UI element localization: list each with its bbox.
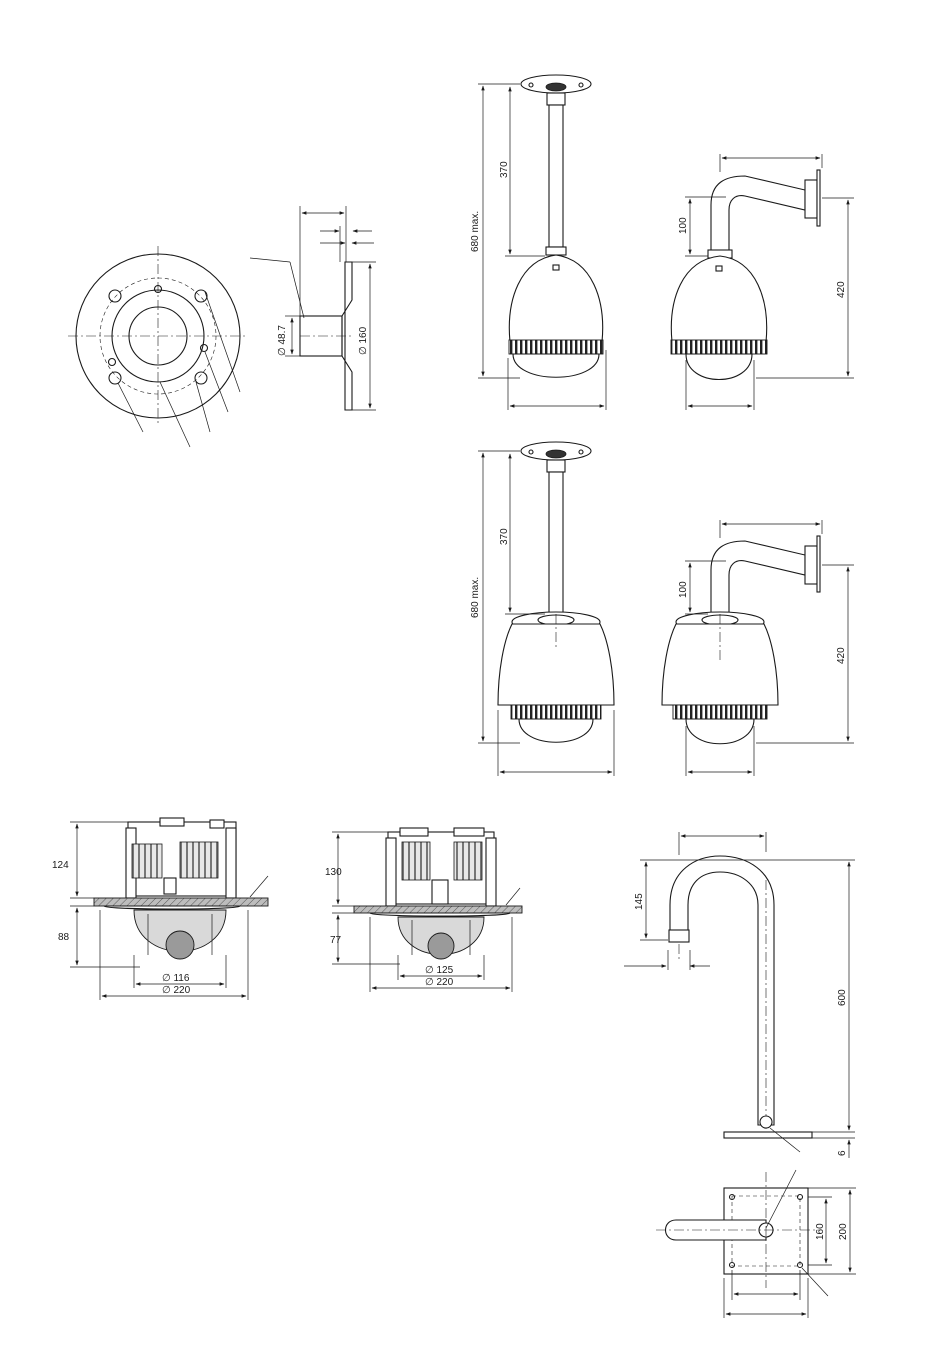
flush1-below-label: 88 (58, 932, 70, 943)
flange-dia-label: ∅ 160 (358, 326, 369, 355)
base-outer-label: 200 (838, 1223, 849, 1240)
flush1-trim-label: ∅ 220 (162, 985, 191, 996)
flush2-below-label: 77 (330, 935, 342, 946)
pendant-mount-b: 680 max. 370 (470, 442, 614, 776)
flush2-above-label: 130 (325, 867, 342, 878)
gn-height-label: 600 (837, 989, 848, 1006)
base-plate-top-view: 160 200 (656, 1170, 856, 1318)
flange-pipe-dia-label: ∅ 48.7 (277, 325, 288, 356)
pendant-pipe-b-label: 370 (499, 528, 510, 545)
pendant-mount-a: 680 max. 370 (470, 75, 606, 410)
flush1-dome-label: ∅ 116 (162, 973, 190, 984)
flange-top-view (68, 246, 248, 447)
flush-mount-2: 130 77 ∅ 125 ∅ 220 (325, 828, 522, 992)
wall-drop-a-label: 100 (678, 217, 689, 234)
wall-mount-a: 100 420 (671, 154, 854, 410)
gn-plate-label: 6 (837, 1150, 848, 1156)
gooseneck-pole: 145 600 6 (624, 832, 855, 1158)
wall-mount-b: 100 420 (662, 520, 854, 776)
gn-top-label: 145 (634, 893, 645, 910)
wall-drop-b-label: 100 (678, 581, 689, 598)
flange-side-section: ∅ 48.7 ∅ 160 (250, 206, 376, 410)
pendant-max-b-label: 680 max. (470, 577, 481, 618)
pendant-pipe-a-label: 370 (499, 161, 510, 178)
wall-height-b-label: 420 (836, 647, 847, 664)
flush2-dome-label: ∅ 125 (425, 965, 454, 976)
flush-mount-1: 124 88 ∅ 116 ∅ 220 (52, 818, 268, 1000)
wall-height-a-label: 420 (836, 281, 847, 298)
base-inner-label: 160 (815, 1223, 826, 1240)
flush2-trim-label: ∅ 220 (425, 977, 454, 988)
pendant-max-a-label: 680 max. (470, 211, 481, 252)
flush1-above-label: 124 (52, 860, 69, 871)
